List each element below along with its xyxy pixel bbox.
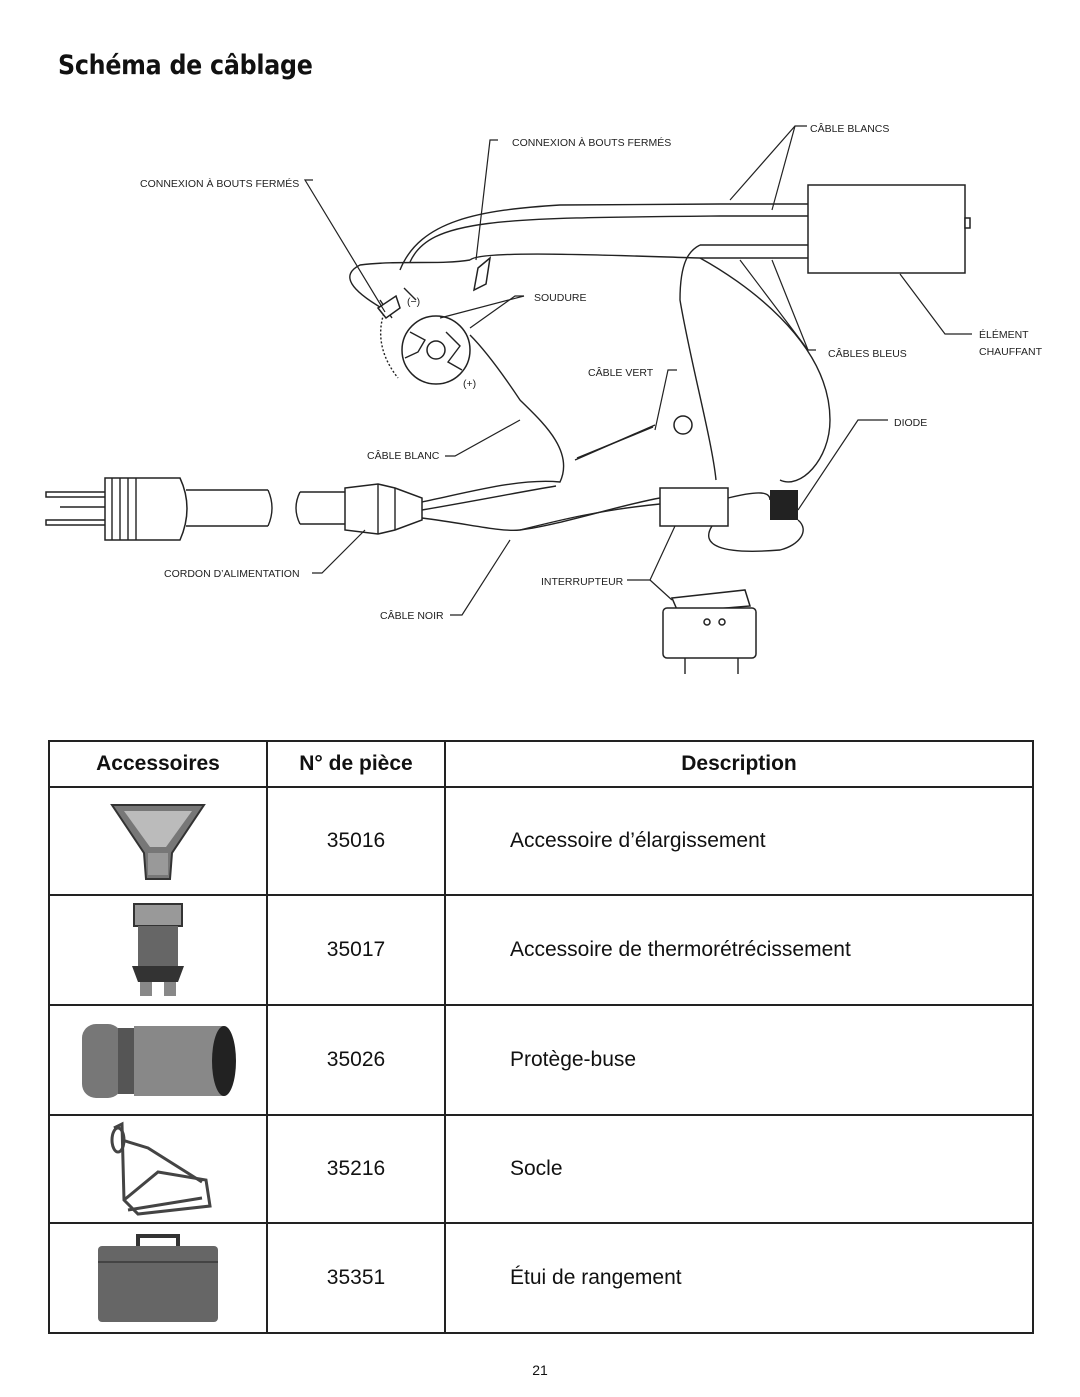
part-description: Protège-buse — [444, 1004, 1034, 1116]
switch-icon — [659, 487, 804, 552]
rocker-switch-icon — [662, 589, 757, 674]
table-row: 35017 Accessoire de thermorétrécissement — [48, 894, 1034, 1006]
power-plug-icon — [45, 477, 423, 541]
table-row: 35016 Accessoire d’élargissement — [48, 786, 1034, 896]
label-interrupteur: INTERRUPTEUR — [541, 576, 624, 588]
header-accessoires: Accessoires — [48, 740, 268, 788]
label-minus: (−) — [407, 296, 420, 308]
label-connexion-top: CONNEXION À BOUTS FERMÉS — [512, 136, 671, 149]
part-number: 35016 — [266, 786, 446, 896]
label-cable-noir: CÂBLE NOIR — [380, 609, 444, 622]
part-description: Étui de rangement — [444, 1222, 1034, 1334]
header-piece: N° de pièce — [266, 740, 446, 788]
label-cordon: CORDON D’ALIMENTATION — [164, 568, 300, 580]
label-soudure: SOUDURE — [534, 292, 587, 304]
label-cable-vert: CÂBLE VERT — [588, 366, 654, 379]
header-description: Description — [444, 740, 1034, 788]
accessories-table: Accessoires N° de pièce Description 3501… — [48, 740, 1034, 1334]
storage-case-icon — [98, 1234, 218, 1322]
label-element: ÉLÉMENT — [979, 328, 1029, 341]
nozzle-guard-icon — [82, 1024, 236, 1098]
label-cables-bleus: CÂBLES BLEUS — [828, 347, 907, 360]
spreader-nozzle-icon — [110, 804, 206, 880]
table-header-row: Accessoires N° de pièce Description — [48, 740, 1034, 788]
wiring-diagram: CONNEXION À BOUTS FERMÉS CONNEXION À BOU… — [45, 122, 1043, 674]
part-number: 35017 — [266, 894, 446, 1006]
label-diode: DIODE — [894, 417, 927, 429]
label-cable-blanc: CÂBLE BLANC — [367, 449, 440, 462]
part-description: Socle — [444, 1114, 1034, 1224]
table-row: 35216 Socle — [48, 1114, 1034, 1224]
label-chauffant: CHAUFFANT — [979, 346, 1043, 358]
shrink-nozzle-icon — [132, 903, 184, 996]
label-connexion-left: CONNEXION À BOUTS FERMÉS — [140, 177, 299, 190]
label-plus: (+) — [463, 378, 476, 390]
part-number: 35351 — [266, 1222, 446, 1334]
stand-icon — [110, 1121, 212, 1216]
part-number: 35216 — [266, 1114, 446, 1224]
thermostat-icon — [379, 309, 471, 385]
label-cable-blancs: CÂBLE BLANCS — [810, 122, 889, 135]
part-description: Accessoire de thermorétrécissement — [444, 894, 1034, 1006]
page-title: Schéma de câblage — [58, 50, 313, 81]
table-row: 35351 Étui de rangement — [48, 1222, 1034, 1334]
table-row: 35026 Protège-buse — [48, 1004, 1034, 1116]
page-number: 21 — [532, 1362, 548, 1378]
part-description: Accessoire d’élargissement — [444, 786, 1034, 896]
part-number: 35026 — [266, 1004, 446, 1116]
heating-element-icon — [700, 184, 971, 274]
